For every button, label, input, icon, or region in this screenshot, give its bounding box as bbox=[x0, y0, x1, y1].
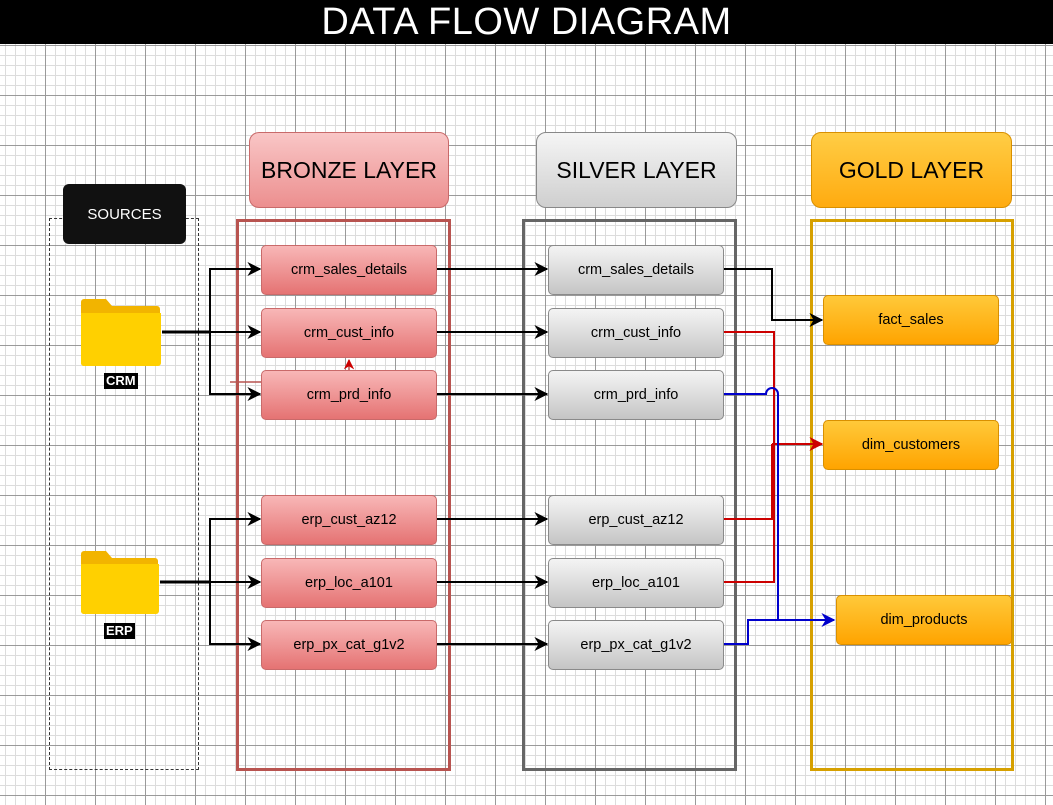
crm-source-label: CRM bbox=[104, 373, 138, 389]
bronze-table-node[interactable]: erp_px_cat_g1v2 bbox=[261, 620, 437, 670]
gold-dim-products-node[interactable]: dim_products bbox=[836, 595, 1012, 645]
silver-table-node[interactable]: erp_cust_az12 bbox=[548, 495, 724, 545]
bronze-table-node[interactable]: crm_sales_details bbox=[261, 245, 437, 295]
bronze-table-node[interactable]: crm_prd_info bbox=[261, 370, 437, 420]
silver-table-node[interactable]: erp_loc_a101 bbox=[548, 558, 724, 608]
erp-source-label: ERP bbox=[104, 623, 135, 639]
folder-icon[interactable] bbox=[80, 298, 162, 366]
silver-layer-header: SILVER LAYER bbox=[536, 132, 737, 208]
gold-fact-sales-node[interactable]: fact_sales bbox=[823, 295, 999, 345]
folder-icon[interactable] bbox=[80, 550, 160, 614]
silver-table-node[interactable]: crm_cust_info bbox=[548, 308, 724, 358]
bronze-layer-header: BRONZE LAYER bbox=[249, 132, 449, 208]
gold-layer-header: GOLD LAYER bbox=[811, 132, 1012, 208]
silver-table-node[interactable]: erp_px_cat_g1v2 bbox=[548, 620, 724, 670]
bronze-table-node[interactable]: erp_loc_a101 bbox=[261, 558, 437, 608]
bronze-table-node[interactable]: erp_cust_az12 bbox=[261, 495, 437, 545]
silver-table-node[interactable]: crm_prd_info bbox=[548, 370, 724, 420]
silver-layer-frame bbox=[522, 219, 737, 771]
gold-dim-customers-node[interactable]: dim_customers bbox=[823, 420, 999, 470]
bronze-layer-frame bbox=[236, 219, 451, 771]
sources-label: SOURCES bbox=[63, 184, 186, 244]
silver-table-node[interactable]: crm_sales_details bbox=[548, 245, 724, 295]
bronze-table-node[interactable]: crm_cust_info bbox=[261, 308, 437, 358]
diagram-title: DATA FLOW DIAGRAM bbox=[0, 0, 1053, 44]
gold-layer-frame bbox=[810, 219, 1014, 771]
